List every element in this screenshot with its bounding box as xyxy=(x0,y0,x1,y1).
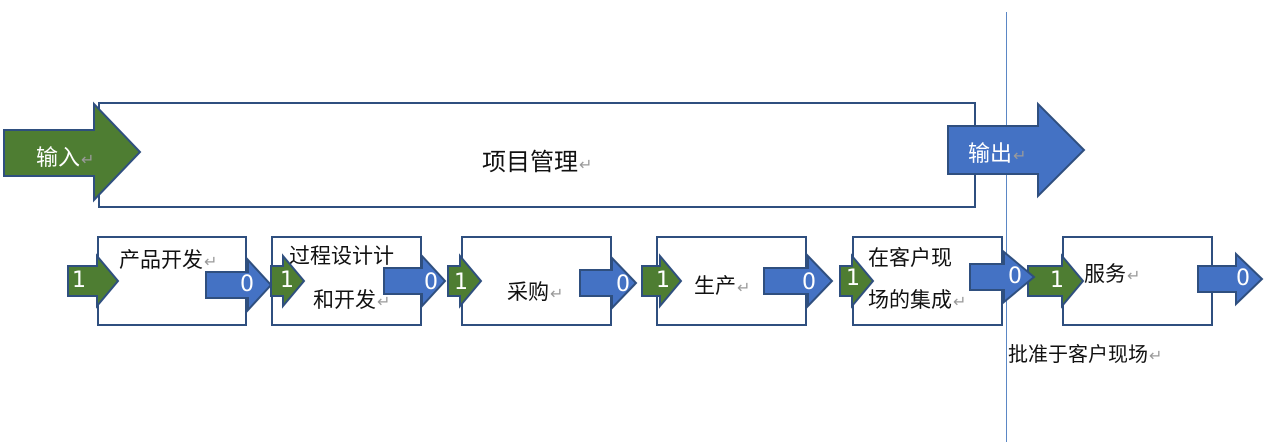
blue-flag-arrow-4 xyxy=(763,253,834,309)
green-flag-arrow-4 xyxy=(641,253,683,309)
flag-in-4: 1 xyxy=(656,268,670,293)
customer-site-divider xyxy=(1006,12,1007,442)
green-flag-arrow-3 xyxy=(447,253,483,309)
input-arrow-label: 输入↵ xyxy=(36,146,95,171)
green-flag-arrow-2 xyxy=(270,253,306,309)
flag-in-1: 1 xyxy=(72,268,86,293)
flag-in-5: 1 xyxy=(846,266,860,291)
flag-in-3: 1 xyxy=(454,270,468,295)
flag-out-2: 0 xyxy=(424,270,438,295)
flag-out-4: 0 xyxy=(802,270,816,295)
blue-flag-arrow-3 xyxy=(579,255,638,311)
flag-out-5: 0 xyxy=(1008,264,1022,289)
green-flag-arrow-1 xyxy=(67,253,120,309)
flag-out-3: 0 xyxy=(616,272,630,297)
stage-service: 服务↵ xyxy=(1062,236,1213,326)
output-arrow-label: 输出↵ xyxy=(968,142,1027,167)
project-management-box: 项目管理↵ xyxy=(98,102,976,208)
approval-note: 批准于客户现场↵ xyxy=(1008,342,1163,366)
flag-out-1: 0 xyxy=(240,272,254,297)
project-management-label: 项目管理↵ xyxy=(482,148,593,176)
blue-flag-arrow-2 xyxy=(383,253,447,309)
output-arrow xyxy=(947,101,1086,199)
flag-out-6: 0 xyxy=(1236,266,1250,291)
flag-in-6: 1 xyxy=(1050,268,1064,293)
green-flag-arrow-6 xyxy=(1027,253,1085,309)
blue-flag-arrow-6 xyxy=(1197,251,1264,307)
blue-flag-arrow-1 xyxy=(205,257,273,313)
input-arrow xyxy=(3,101,142,203)
flag-in-2: 1 xyxy=(280,268,294,293)
green-flag-arrow-5 xyxy=(839,253,875,309)
blue-flag-arrow-5 xyxy=(969,249,1036,305)
